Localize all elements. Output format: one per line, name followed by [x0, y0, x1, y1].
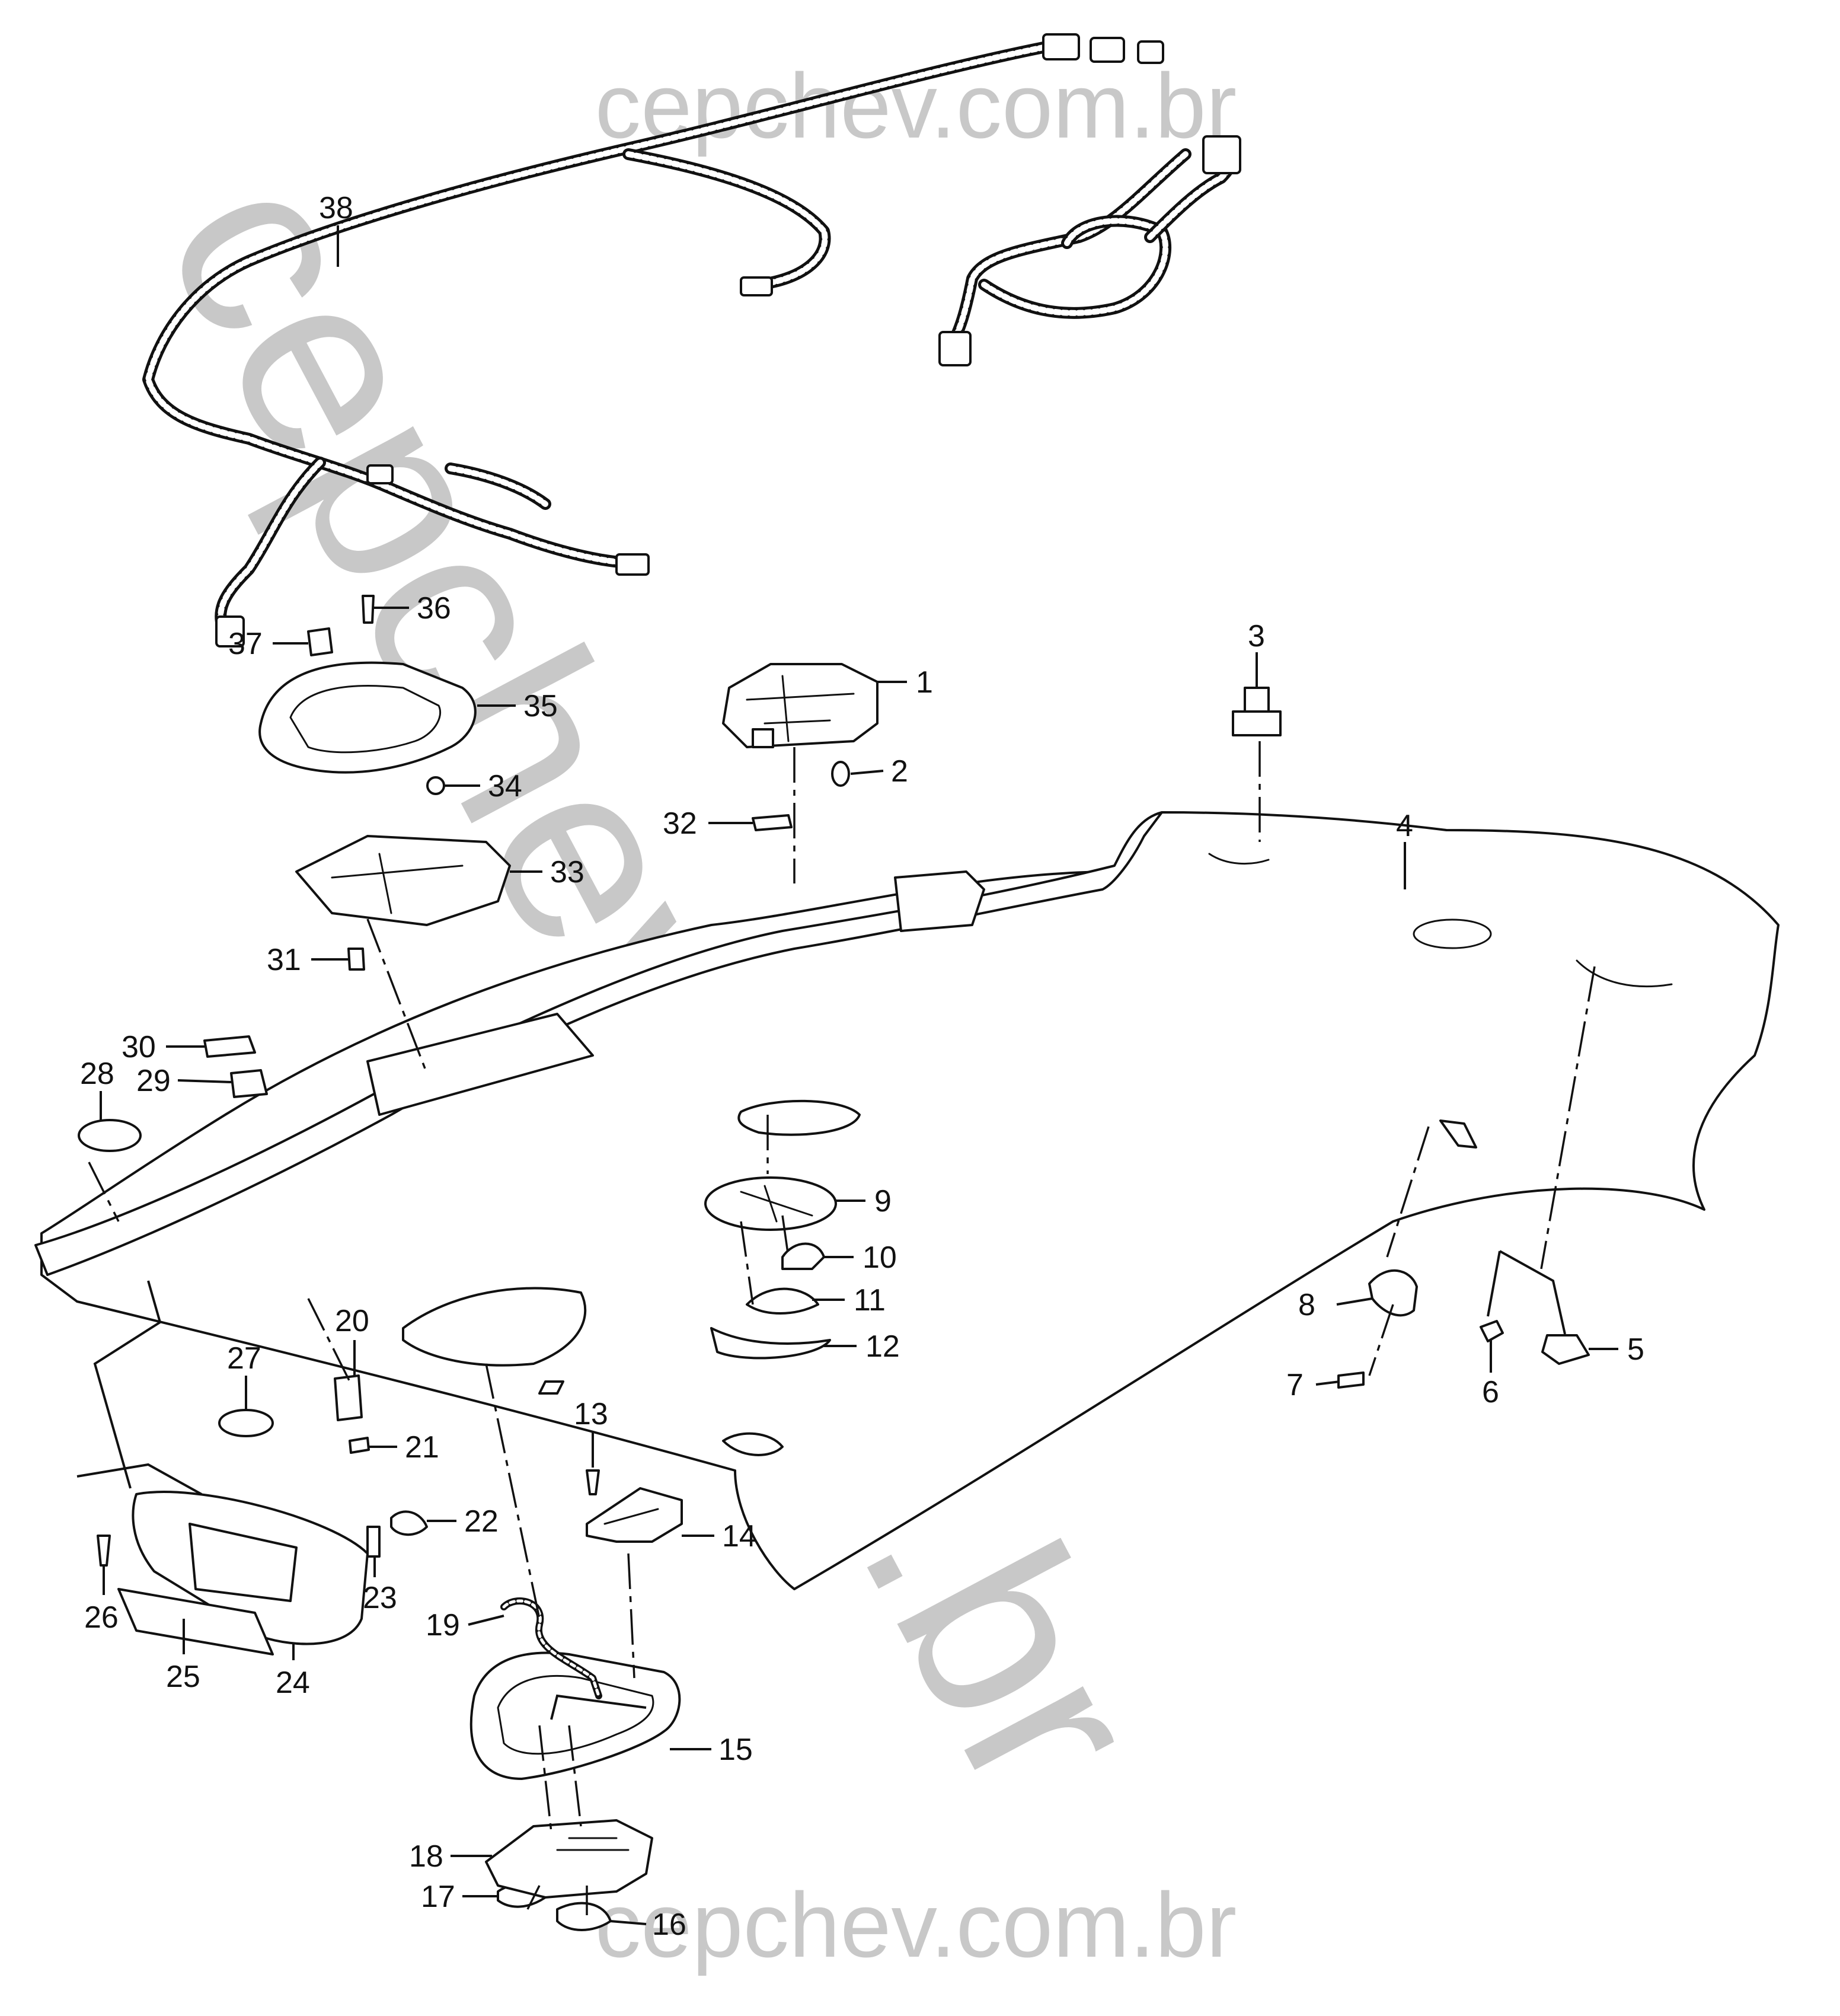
callout-29: 29: [136, 1064, 171, 1098]
callout-10: 10: [862, 1240, 897, 1275]
callout-14: 14: [722, 1519, 756, 1554]
callout-28: 28: [80, 1057, 114, 1091]
watermark-top: cepchev.com.br: [595, 55, 1237, 157]
callout-24: 24: [276, 1666, 310, 1700]
callout-5: 5: [1627, 1332, 1644, 1367]
part-9-dome-lamp-ring: [704, 1176, 837, 1231]
part-8-assist-handle: [1368, 1269, 1418, 1317]
callout-27: 27: [227, 1341, 261, 1376]
callout-23: 23: [363, 1581, 397, 1615]
part-23-pin: [366, 1526, 381, 1558]
callout-4: 4: [1396, 809, 1413, 843]
callout-6: 6: [1482, 1375, 1499, 1409]
callout-25: 25: [166, 1660, 200, 1694]
callout-17: 17: [421, 1880, 455, 1914]
part-1-console-bracket: [722, 663, 879, 748]
watermark-bottom: cepchev.com.br: [595, 1874, 1237, 1976]
callout-21: 21: [405, 1430, 439, 1465]
callout-19: 19: [426, 1608, 460, 1642]
callout-9: 9: [874, 1184, 892, 1218]
part-24-sun-visor: [132, 1491, 369, 1645]
part-13-screw: [586, 1469, 600, 1495]
wiring-harness: [142, 33, 1241, 647]
part-16-lens: [556, 1902, 612, 1931]
callout-15: 15: [718, 1733, 753, 1767]
callout-30: 30: [122, 1030, 156, 1064]
callout-37: 37: [228, 627, 263, 661]
callout-2: 2: [891, 754, 908, 789]
part-35-frame: [258, 661, 477, 774]
callout-32: 32: [663, 806, 697, 841]
part-10-lens: [781, 1242, 825, 1270]
part-27-cap: [218, 1409, 274, 1437]
callout-26: 26: [84, 1600, 119, 1635]
callout-22: 22: [464, 1504, 499, 1539]
part-11-lens: [746, 1287, 819, 1315]
callout-7: 7: [1286, 1368, 1304, 1402]
part-7-screw: [1337, 1371, 1365, 1389]
part-21-screw: [349, 1437, 370, 1454]
callout-18: 18: [409, 1839, 443, 1874]
part-3-clip: [1232, 687, 1282, 736]
part-36-bulb: [362, 595, 375, 624]
callouts: 1 2 3 4 5 6 7 8 9 10 11 12 13 14 15 16 1…: [80, 191, 1644, 1942]
headliner: [34, 811, 1780, 1590]
callout-13: 13: [574, 1397, 608, 1431]
callout-34: 34: [488, 769, 522, 803]
part-30-cap: [203, 1035, 256, 1058]
callout-38: 38: [319, 191, 353, 225]
part-26-screw: [97, 1535, 111, 1567]
part-33-bracket: [295, 835, 511, 926]
part-28-cap: [78, 1119, 142, 1152]
part-34-nut: [426, 776, 445, 795]
callout-11: 11: [854, 1283, 886, 1318]
callout-1: 1: [916, 665, 933, 700]
phantom-lines: [76, 741, 1596, 1915]
callout-33: 33: [550, 855, 584, 889]
part-31-clip: [347, 948, 365, 971]
part-25-label: [117, 1588, 274, 1655]
part-5-handle-cap: [1541, 1334, 1590, 1365]
callout-12: 12: [865, 1329, 900, 1364]
part-29-clip: [230, 1069, 268, 1098]
callout-8: 8: [1298, 1288, 1315, 1322]
callout-20: 20: [335, 1304, 369, 1338]
part-22-cap: [390, 1510, 428, 1536]
part-18-overhead-console: [485, 1819, 653, 1899]
part-19-wire-lead: [500, 1597, 602, 1699]
part-6-retainer: [1480, 1320, 1504, 1342]
part-12-bezel: [710, 1327, 831, 1360]
callout-35: 35: [523, 689, 558, 723]
part-2-bulb: [831, 761, 850, 787]
callout-36: 36: [417, 591, 451, 626]
callout-16: 16: [652, 1907, 686, 1942]
part-37-clip: [307, 627, 333, 656]
part-20-visor-clip: [334, 1374, 363, 1421]
part-15-console-frame: [469, 1651, 681, 1780]
part-14-lamp-bracket: [586, 1487, 683, 1543]
part-32-bulb: [752, 814, 793, 831]
callout-3: 3: [1248, 619, 1265, 653]
callout-31: 31: [267, 943, 301, 977]
